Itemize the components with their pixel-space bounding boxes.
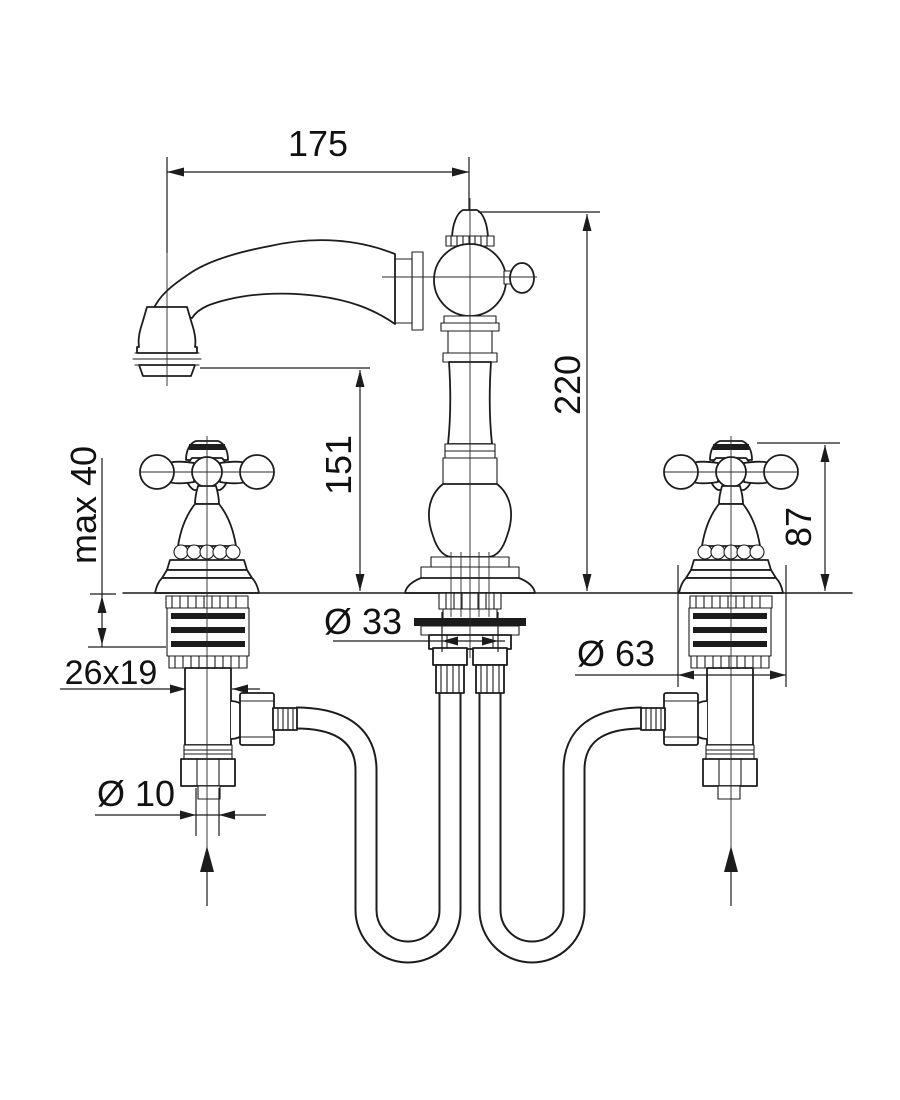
- left-hose-union-nut: [432, 647, 468, 666]
- left-hose-union-ticks: [440, 664, 460, 694]
- spout-tube: [152, 239, 396, 325]
- left-valve-hex-facets: [196, 758, 220, 787]
- left-hose-knurl-fitting: [272, 707, 298, 731]
- right-supply-hose-inner: [480, 690, 643, 962]
- right-hose-union-ticks: [480, 664, 500, 694]
- dim-overall-height: 220: [478, 211, 600, 591]
- dim-spout-reach: 175: [166, 123, 470, 253]
- left-valve-cartridge-body: [184, 667, 232, 746]
- left-handle-bead-ring: [173, 544, 241, 560]
- spout-joint-ring-inner: [393, 258, 413, 324]
- dim-33-arrowheads: [442, 636, 498, 646]
- left-supply-hose-inner: [295, 690, 460, 962]
- dim-max40-arrowheads: [97, 596, 107, 645]
- left-valve-top-collar-knurling: [171, 595, 237, 609]
- left-outlet-nut-edges: [239, 700, 275, 738]
- dim-max-deck-thickness: max 40: [63, 446, 166, 648]
- supply-hoses: [295, 690, 643, 964]
- dim-220-lines: [478, 211, 600, 591]
- right-hose-union-knurl: [475, 664, 505, 694]
- right-valve-lower-thread: [705, 744, 755, 760]
- right-valve-hex-facets: [718, 758, 742, 787]
- dim-151-lines: [200, 367, 370, 591]
- right-valve-thread-ribs: [693, 613, 767, 647]
- dim-handle-base-diameter: Ø 63: [575, 565, 787, 687]
- dim-inlet-pipe-diameter: Ø 10: [95, 773, 266, 836]
- right-inlet-pipe-stub: [717, 785, 741, 800]
- dim-151-label: 151: [318, 435, 359, 495]
- right-flow-arrow-head: [724, 846, 738, 872]
- inlet-pipes: [450, 552, 490, 617]
- cap-knurl-ticks: [450, 235, 488, 247]
- right-valve-body: [640, 595, 773, 800]
- dim-175-label: 175: [288, 123, 348, 164]
- right-valve-top-collar-knurling: [695, 595, 761, 609]
- left-valve-bottom-collar: [168, 655, 248, 669]
- right-outlet-nut-edges: [663, 700, 699, 738]
- dim-63-label: Ø 63: [577, 633, 655, 674]
- right-hose-knurl-fitting: [640, 707, 666, 731]
- dim-87-label: 87: [778, 507, 819, 547]
- dim-10-arrowheads: [180, 810, 235, 820]
- right-valve-bottom-collar-knurling: [696, 655, 762, 669]
- right-valve-lower-thread-lines: [705, 749, 755, 755]
- spout-joint-ring-outer: [411, 251, 424, 331]
- dim-87-arrowheads: [820, 445, 830, 591]
- right-hose-knurl-ticks: [645, 707, 662, 731]
- dim-33-label: Ø 33: [324, 601, 402, 642]
- dim-valve-body-size: 26x19: [60, 654, 260, 694]
- left-valve-body: [165, 595, 298, 800]
- spout-body-column: [393, 209, 536, 594]
- dim-175-lines: [166, 157, 470, 253]
- dim-spout-shank-diameter: Ø 33: [324, 601, 505, 652]
- flow-direction-arrows: [200, 846, 738, 906]
- dim-26x19-arrowheads: [170, 684, 248, 694]
- dim-33-lines: [333, 612, 505, 652]
- right-hose-union-nut: [472, 647, 508, 666]
- dim-spout-outlet-height: 151: [200, 367, 370, 591]
- left-inlet-pipe-stub: [197, 785, 221, 800]
- left-hose-knurl-ticks: [277, 707, 294, 731]
- dim-max40-lines: [88, 458, 166, 648]
- dim-10-label: Ø 10: [97, 773, 175, 814]
- left-hose-union-knurl: [435, 664, 465, 694]
- dim-handle-height: 87: [757, 442, 840, 591]
- left-valve-thread-ribs: [171, 613, 245, 647]
- left-valve-lower-thread: [183, 744, 233, 760]
- side-knob: [509, 262, 535, 294]
- dim-87-lines: [757, 442, 840, 591]
- right-valve-cartridge-body: [706, 667, 754, 746]
- left-valve-hex-nut: [180, 758, 236, 787]
- centerlines: [141, 198, 797, 848]
- right-valve-bottom-collar: [690, 655, 770, 669]
- dim-220-label: 220: [547, 355, 588, 415]
- dim-26x19-label: 26x19: [65, 654, 158, 692]
- spout: [132, 239, 396, 377]
- left-flow-arrow-head: [200, 846, 214, 872]
- left-valve-lower-thread-lines: [183, 749, 233, 755]
- right-valve-hex-nut: [702, 758, 758, 787]
- dim-max40-label: max 40: [63, 446, 104, 564]
